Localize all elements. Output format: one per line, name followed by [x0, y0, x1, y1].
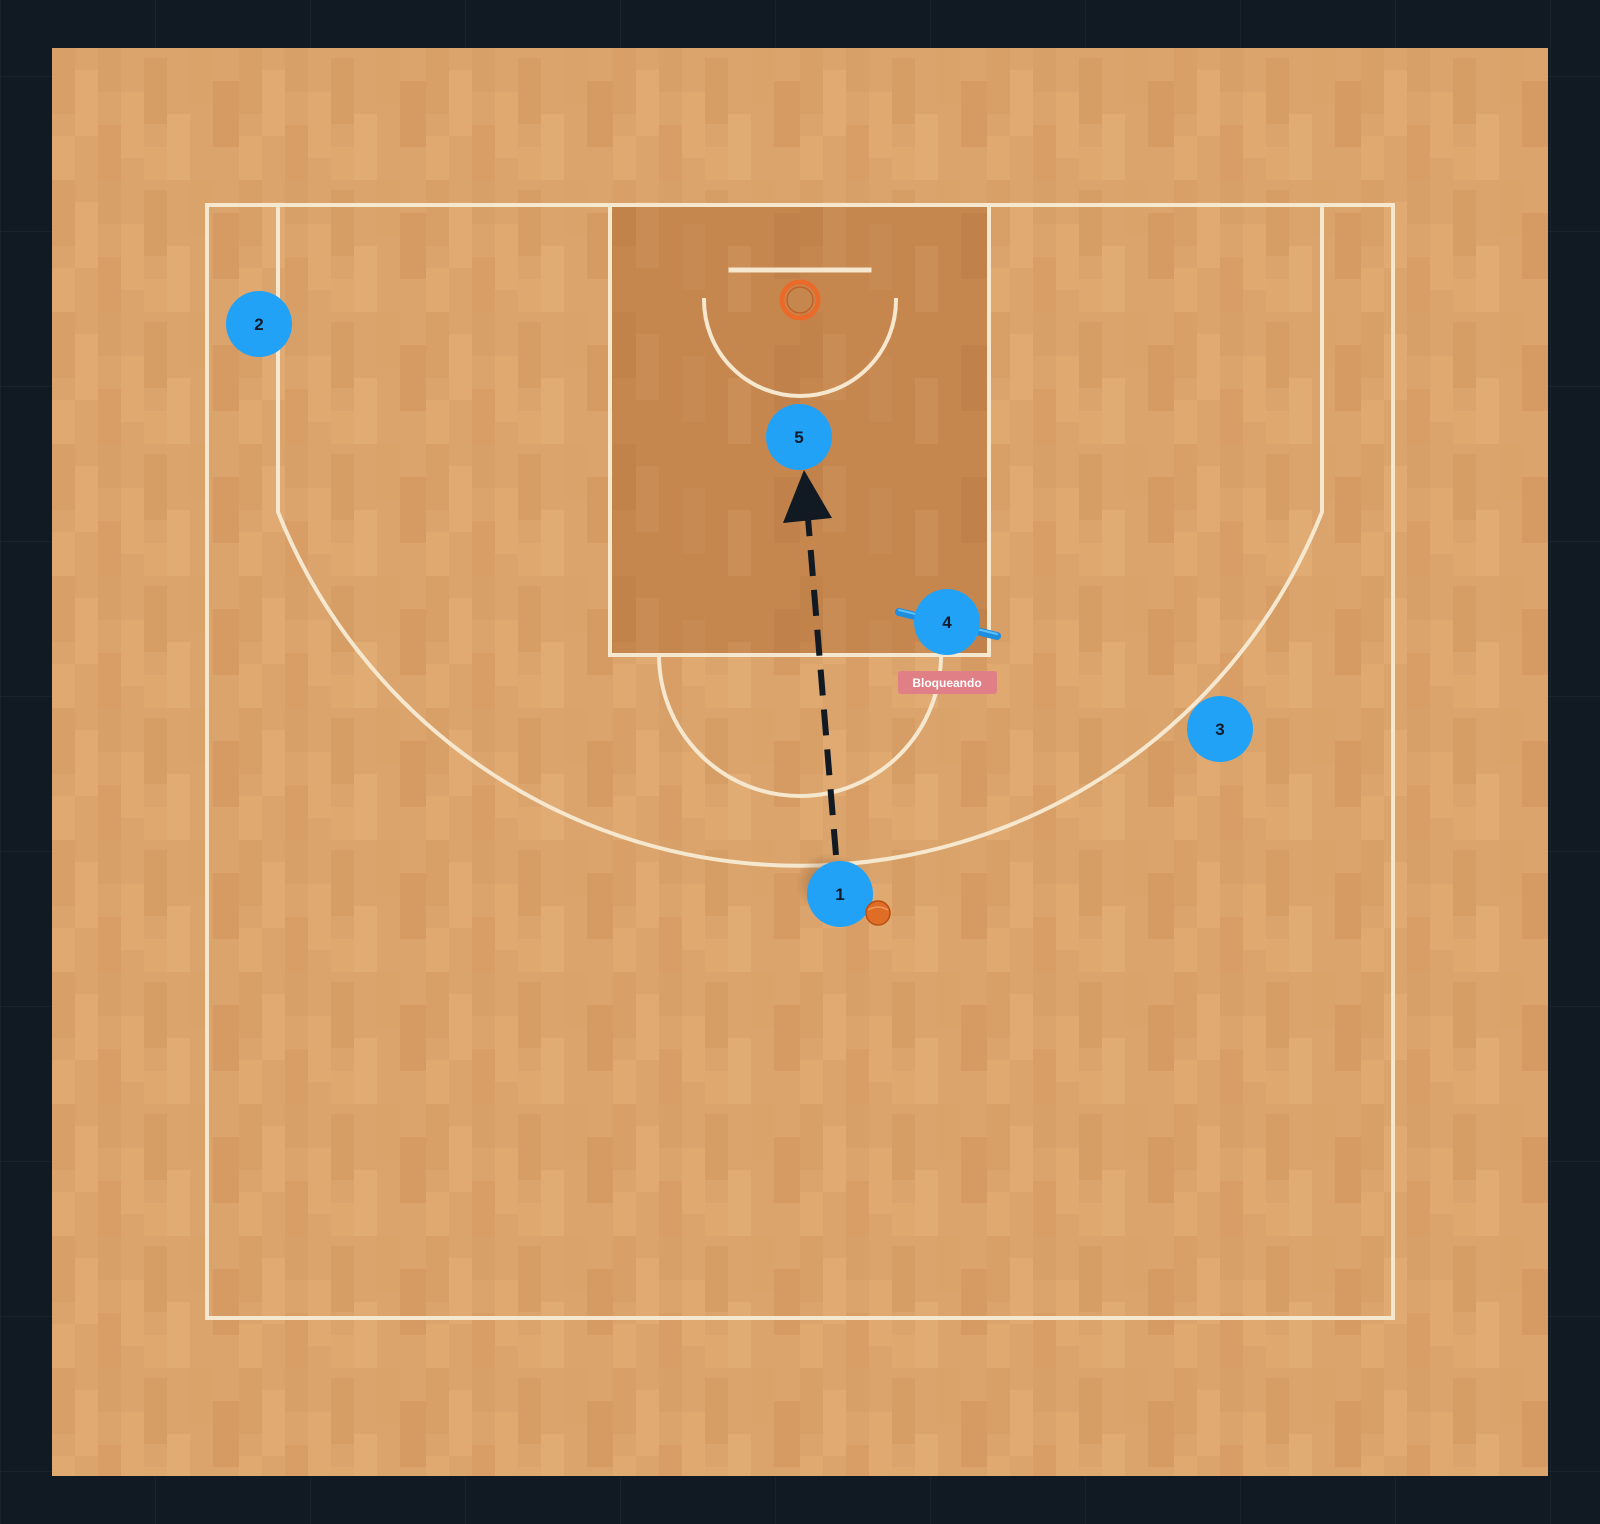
player-1-label: 1	[835, 885, 844, 904]
basketball-icon[interactable]	[865, 900, 891, 926]
half-court-boundary	[205, 203, 1395, 1320]
three-point-line	[276, 203, 1324, 868]
player-3-label: 3	[1215, 720, 1224, 739]
screen-status-badge: Bloqueando	[898, 671, 997, 694]
pass-arrow-head-icon	[783, 470, 832, 523]
player-token-5[interactable]: 5	[766, 404, 832, 470]
player-2-label: 2	[254, 315, 263, 334]
rim-icon	[779, 279, 821, 321]
screen-status-label: Bloqueando	[912, 676, 981, 690]
pass-arrow[interactable]	[783, 470, 839, 856]
player-2-circle	[226, 291, 292, 357]
player-5-label: 5	[794, 428, 803, 447]
court-lines	[205, 203, 1395, 1320]
player-4-circle	[914, 589, 980, 655]
free-throw-circle	[656, 652, 944, 798]
player-token-3[interactable]: 3	[1187, 696, 1253, 762]
player-token-2[interactable]: 2	[226, 291, 292, 357]
rim-inner	[786, 286, 814, 314]
player-token-4[interactable]: 4	[914, 589, 980, 655]
player-4-label: 4	[942, 613, 952, 632]
player-3-circle	[1187, 696, 1253, 762]
player-1-circle	[807, 861, 873, 927]
pass-arrow-line	[805, 517, 839, 856]
restricted-area-arc	[701, 297, 899, 398]
player-token-1[interactable]: 1	[796, 853, 873, 927]
lane-lines	[608, 203, 991, 657]
player-5-circle	[766, 404, 832, 470]
